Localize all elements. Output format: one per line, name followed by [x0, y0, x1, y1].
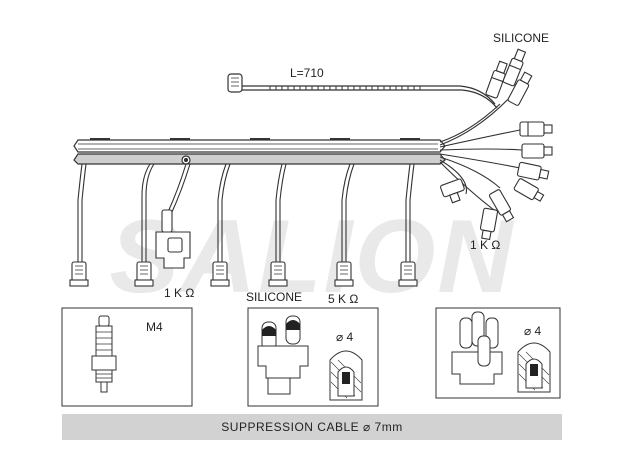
top-lead	[227, 73, 498, 109]
diameter-label-coil: ⌀ 4	[336, 330, 354, 344]
detail-box-distributor-cap	[435, 307, 561, 399]
spark-plug-leads	[77, 163, 415, 262]
plug-thread-label: M4	[146, 320, 163, 334]
resistance-label-plug: 5 K Ω	[328, 292, 359, 306]
detail-box-spark-plug	[61, 307, 193, 407]
footer-bar: SUPPRESSION CABLE ⌀ 7mm	[62, 414, 562, 440]
resistance-label-coil-side: 1 K Ω	[470, 238, 501, 252]
length-scale-ticks	[269, 86, 421, 90]
coil-connector-boots	[440, 48, 553, 241]
footer-cable-spec: SUPPRESSION CABLE ⌀ 7mm	[221, 420, 403, 434]
spark-plug-boots	[69, 209, 418, 287]
silicone-label-top: SILICONE	[493, 31, 550, 45]
silicone-label-center: SILICONE	[246, 290, 303, 304]
diameter-label-cap: ⌀ 4	[524, 324, 542, 338]
resistance-label-center: 1 K Ω	[164, 286, 195, 300]
length-label: L=710	[290, 66, 324, 80]
detail-box-coil-connector	[247, 307, 379, 407]
cable-separator-rail	[73, 138, 446, 165]
